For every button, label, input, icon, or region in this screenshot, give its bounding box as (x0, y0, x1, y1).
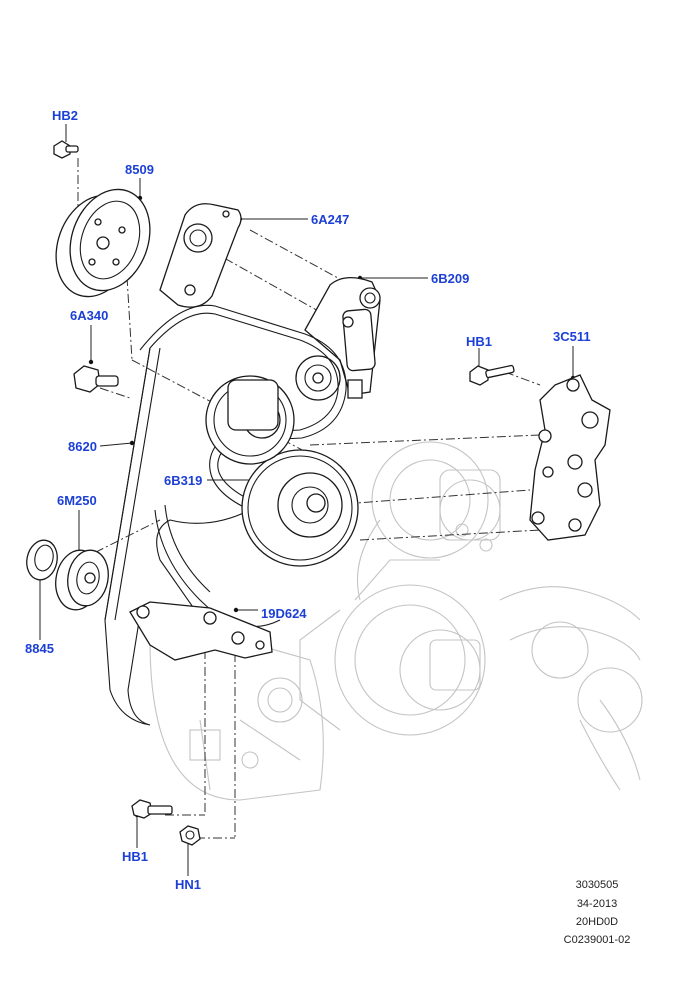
alignment-lines (77, 158, 541, 839)
hb2-bolt (53, 140, 79, 159)
callout-hb2[interactable]: HB2 (52, 108, 79, 123)
callout-3c511[interactable]: 3C511 (553, 329, 591, 344)
ghost-engine-components (149, 441, 643, 801)
pulley-8509 (55, 188, 151, 298)
cover-8845 (26, 539, 58, 581)
callout-6a340[interactable]: 6A340 (70, 308, 109, 323)
callout-hn1[interactable]: HN1 (175, 877, 202, 892)
bracket-3C511 (529, 374, 611, 541)
callout-8620[interactable]: 8620 (68, 439, 97, 454)
bolt-6A340 (73, 365, 119, 393)
callout-6b209[interactable]: 6B209 (431, 271, 470, 286)
bracket-19D624 (129, 601, 273, 661)
pulley-6B319 (205, 375, 359, 567)
reference-code-4: C0239001-02 (563, 934, 631, 946)
bracket-6A247 (159, 203, 242, 308)
callout-8509[interactable]: 8509 (125, 162, 154, 177)
hb1-bolt-bottom (131, 799, 173, 819)
hn1-nut (179, 825, 201, 846)
hb1-bolt-top (469, 364, 515, 386)
callout-6m250[interactable]: 6M250 (57, 493, 97, 508)
reference-code-2: 34-2013 (576, 898, 618, 910)
reference-code-3: 20HD0D (575, 916, 619, 928)
callout-19d624[interactable]: 19D624 (261, 606, 307, 621)
reference-code-1: 3030505 (575, 879, 619, 891)
pulley-6M250 (55, 549, 109, 611)
callout-hb1-top[interactable]: HB1 (466, 334, 493, 349)
callout-6a247[interactable]: 6A247 (311, 212, 350, 227)
callout-8845[interactable]: 8845 (25, 641, 54, 656)
callout-hb1-bottom[interactable]: HB1 (122, 849, 149, 864)
callout-6b319[interactable]: 6B319 (164, 473, 203, 488)
tensioner-6B209 (295, 277, 381, 401)
